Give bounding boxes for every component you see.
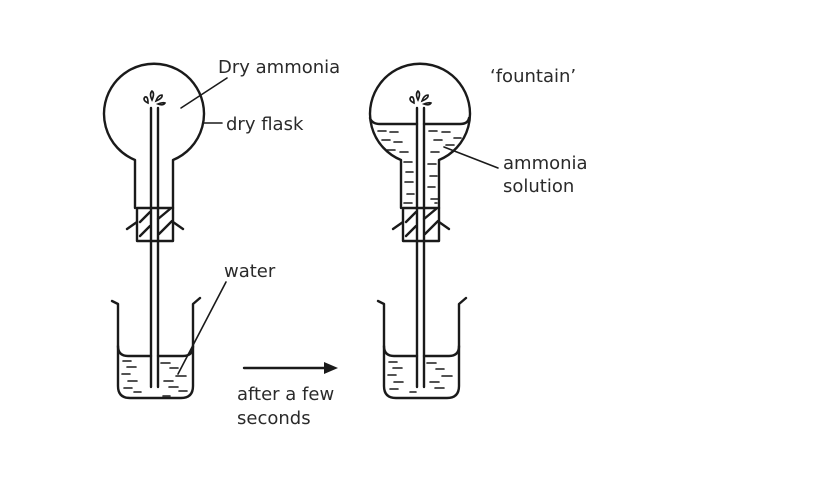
- arrow-caption-2: seconds: [237, 408, 311, 429]
- arrow-caption-1: after a few: [237, 384, 334, 405]
- leader-dry-ammonia: [180, 77, 228, 109]
- flask-before: [102, 62, 206, 400]
- label-dry-ammonia: Dry ammonia: [218, 57, 340, 78]
- solution-surface: [368, 116, 471, 126]
- label-ammonia-solution-1: ammonia: [503, 153, 588, 174]
- label-water: water: [224, 261, 276, 282]
- label-dry-flask: dry flask: [226, 114, 304, 135]
- label-fountain: ‘fountain’: [490, 66, 576, 87]
- time-arrow: [242, 362, 338, 374]
- leader-water: [177, 281, 227, 375]
- leader-ammonia-solution: [443, 146, 499, 169]
- flask-after: [368, 62, 472, 400]
- label-ammonia-solution-2: solution: [503, 176, 574, 197]
